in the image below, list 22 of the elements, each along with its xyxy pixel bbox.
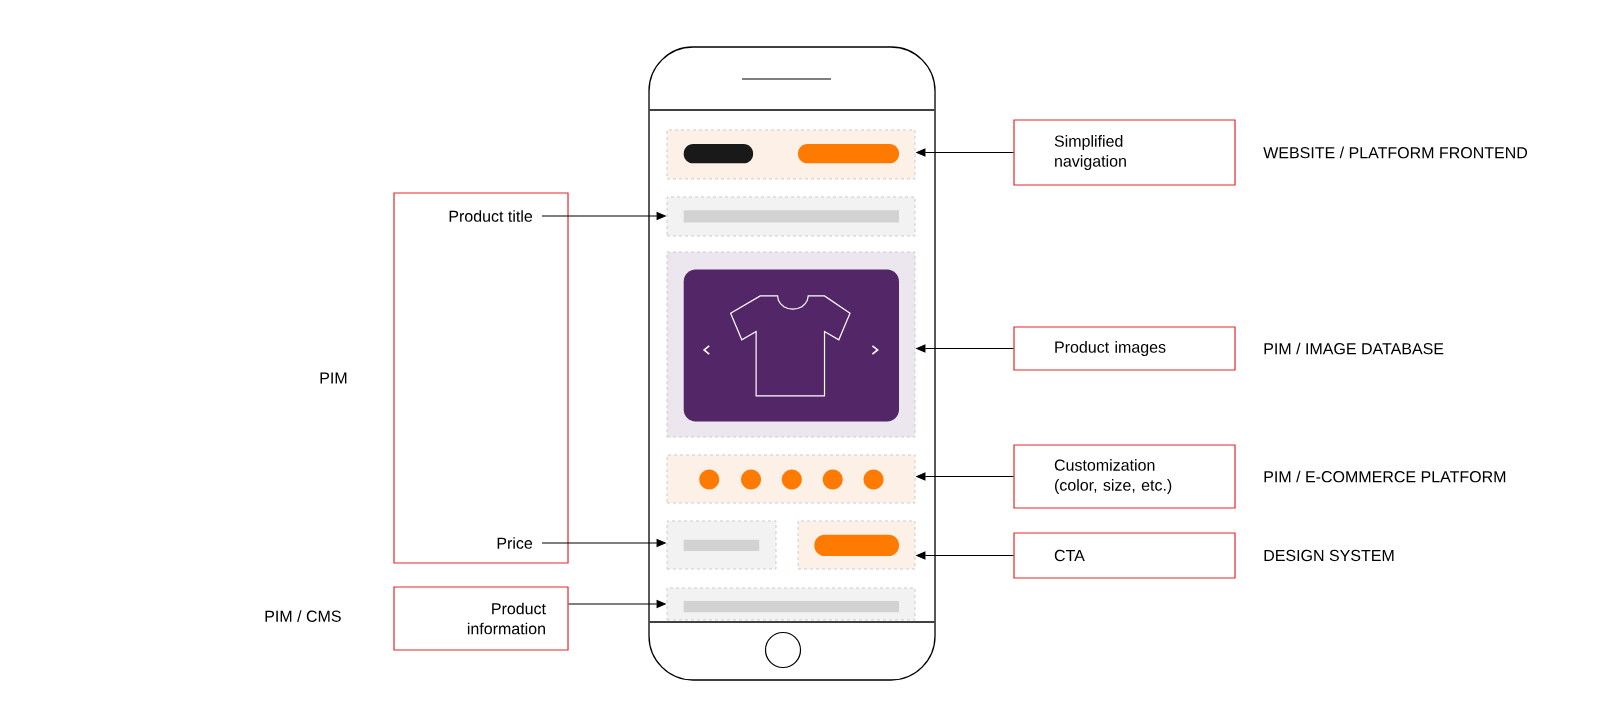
arrow	[541, 539, 666, 547]
callout-box: Product information	[393, 586, 569, 651]
callout-box	[393, 192, 569, 564]
arrow	[916, 472, 1014, 481]
callout-box: CTA	[1013, 532, 1236, 579]
source-label: PIM / IMAGE DATABASE	[1264, 342, 1444, 355]
arrow	[568, 600, 666, 608]
source-label: DESIGN SYSTEM	[1264, 549, 1394, 562]
arrow	[916, 148, 1014, 157]
phone-outline	[648, 46, 936, 681]
source-label: PIM / CMS	[265, 610, 341, 622]
callout-box: Simplified navigation	[1013, 119, 1236, 186]
source-label: PIM / E-COMMERCE PLATFORM	[1264, 470, 1506, 483]
arrow	[916, 551, 1014, 560]
callout-box: Product images	[1013, 326, 1236, 371]
label-text: Price	[497, 537, 533, 549]
label-text: Product title	[449, 210, 533, 222]
arrow	[916, 344, 1014, 353]
arrow	[541, 212, 666, 220]
source-label: WEBSITE / PLATFORM FRONTEND	[1263, 146, 1528, 159]
source-label: PIM	[320, 372, 347, 384]
callout-box: Customization (color, size, etc.)	[1013, 444, 1236, 509]
